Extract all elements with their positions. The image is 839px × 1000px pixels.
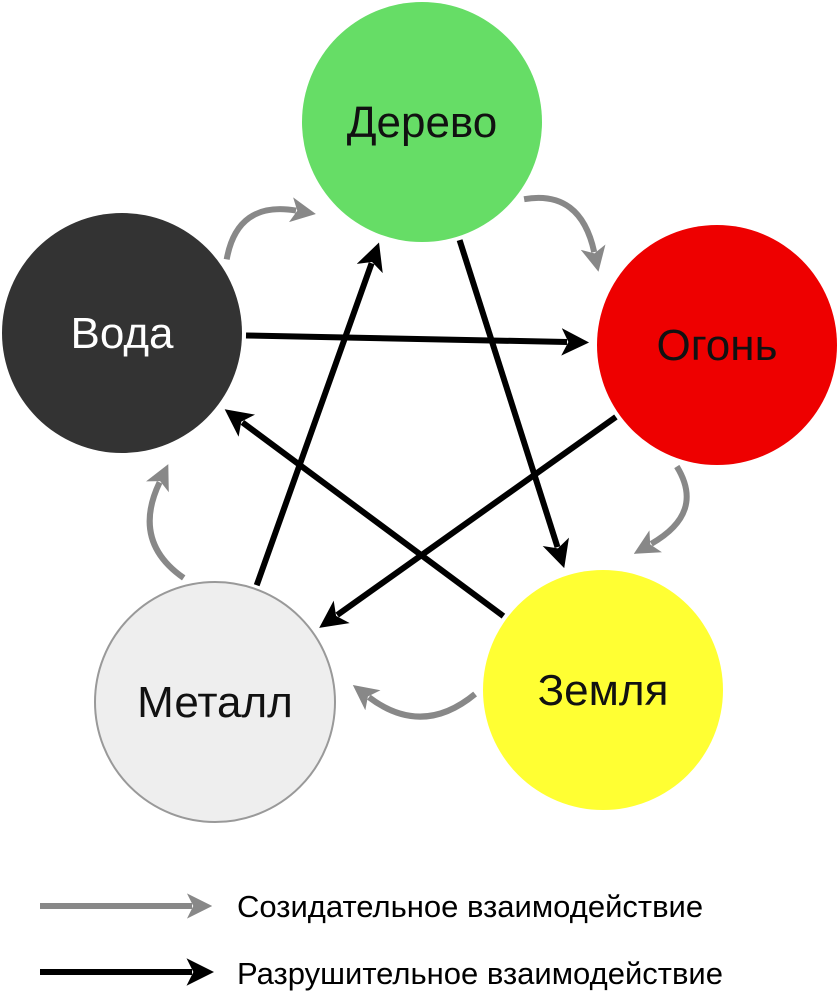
element-node-water: Вода — [2, 213, 242, 453]
destructive-arrow-water-fire — [245, 328, 590, 356]
destructive-arrow-earth-water — [224, 409, 506, 619]
element-node-fire: Огонь — [597, 225, 837, 465]
creative-arrow-fire-earth — [633, 464, 690, 554]
element-circle-water — [2, 213, 242, 453]
element-node-earth: Земля — [483, 570, 723, 810]
legend-creative-label: Созидательное взаимодействие — [237, 889, 703, 924]
element-node-wood: Дерево — [302, 2, 542, 242]
destructive-arrow-metal-wood — [253, 242, 383, 587]
legend-destructive-label: Разрушительное взаимодействие — [237, 956, 723, 991]
destructive-arrows — [224, 239, 618, 628]
creative-arrow-earth-metal — [352, 685, 478, 720]
destructive-arrow-fire-metal — [319, 414, 618, 628]
destructive-arrow-wood-earth — [456, 239, 569, 569]
element-circle-fire — [597, 225, 837, 465]
element-label-metal: Металл — [137, 678, 293, 727]
element-circle-wood — [302, 2, 542, 242]
element-node-metal: Металл — [94, 581, 336, 823]
element-circle-metal — [94, 581, 336, 823]
creative-arrow-metal-water — [146, 464, 186, 581]
element-label-fire: Огонь — [657, 321, 778, 370]
creative-arrow-wood-fire — [523, 195, 606, 272]
element-label-earth: Земля — [538, 666, 669, 715]
element-label-water: Вода — [71, 309, 175, 358]
legend: Созидательное взаимодействие Разрушитель… — [40, 889, 723, 991]
creative-arrow-water-wood — [223, 197, 316, 260]
creative-arrows — [146, 195, 690, 720]
element-label-wood: Дерево — [347, 98, 498, 147]
element-circle-earth — [483, 570, 723, 810]
